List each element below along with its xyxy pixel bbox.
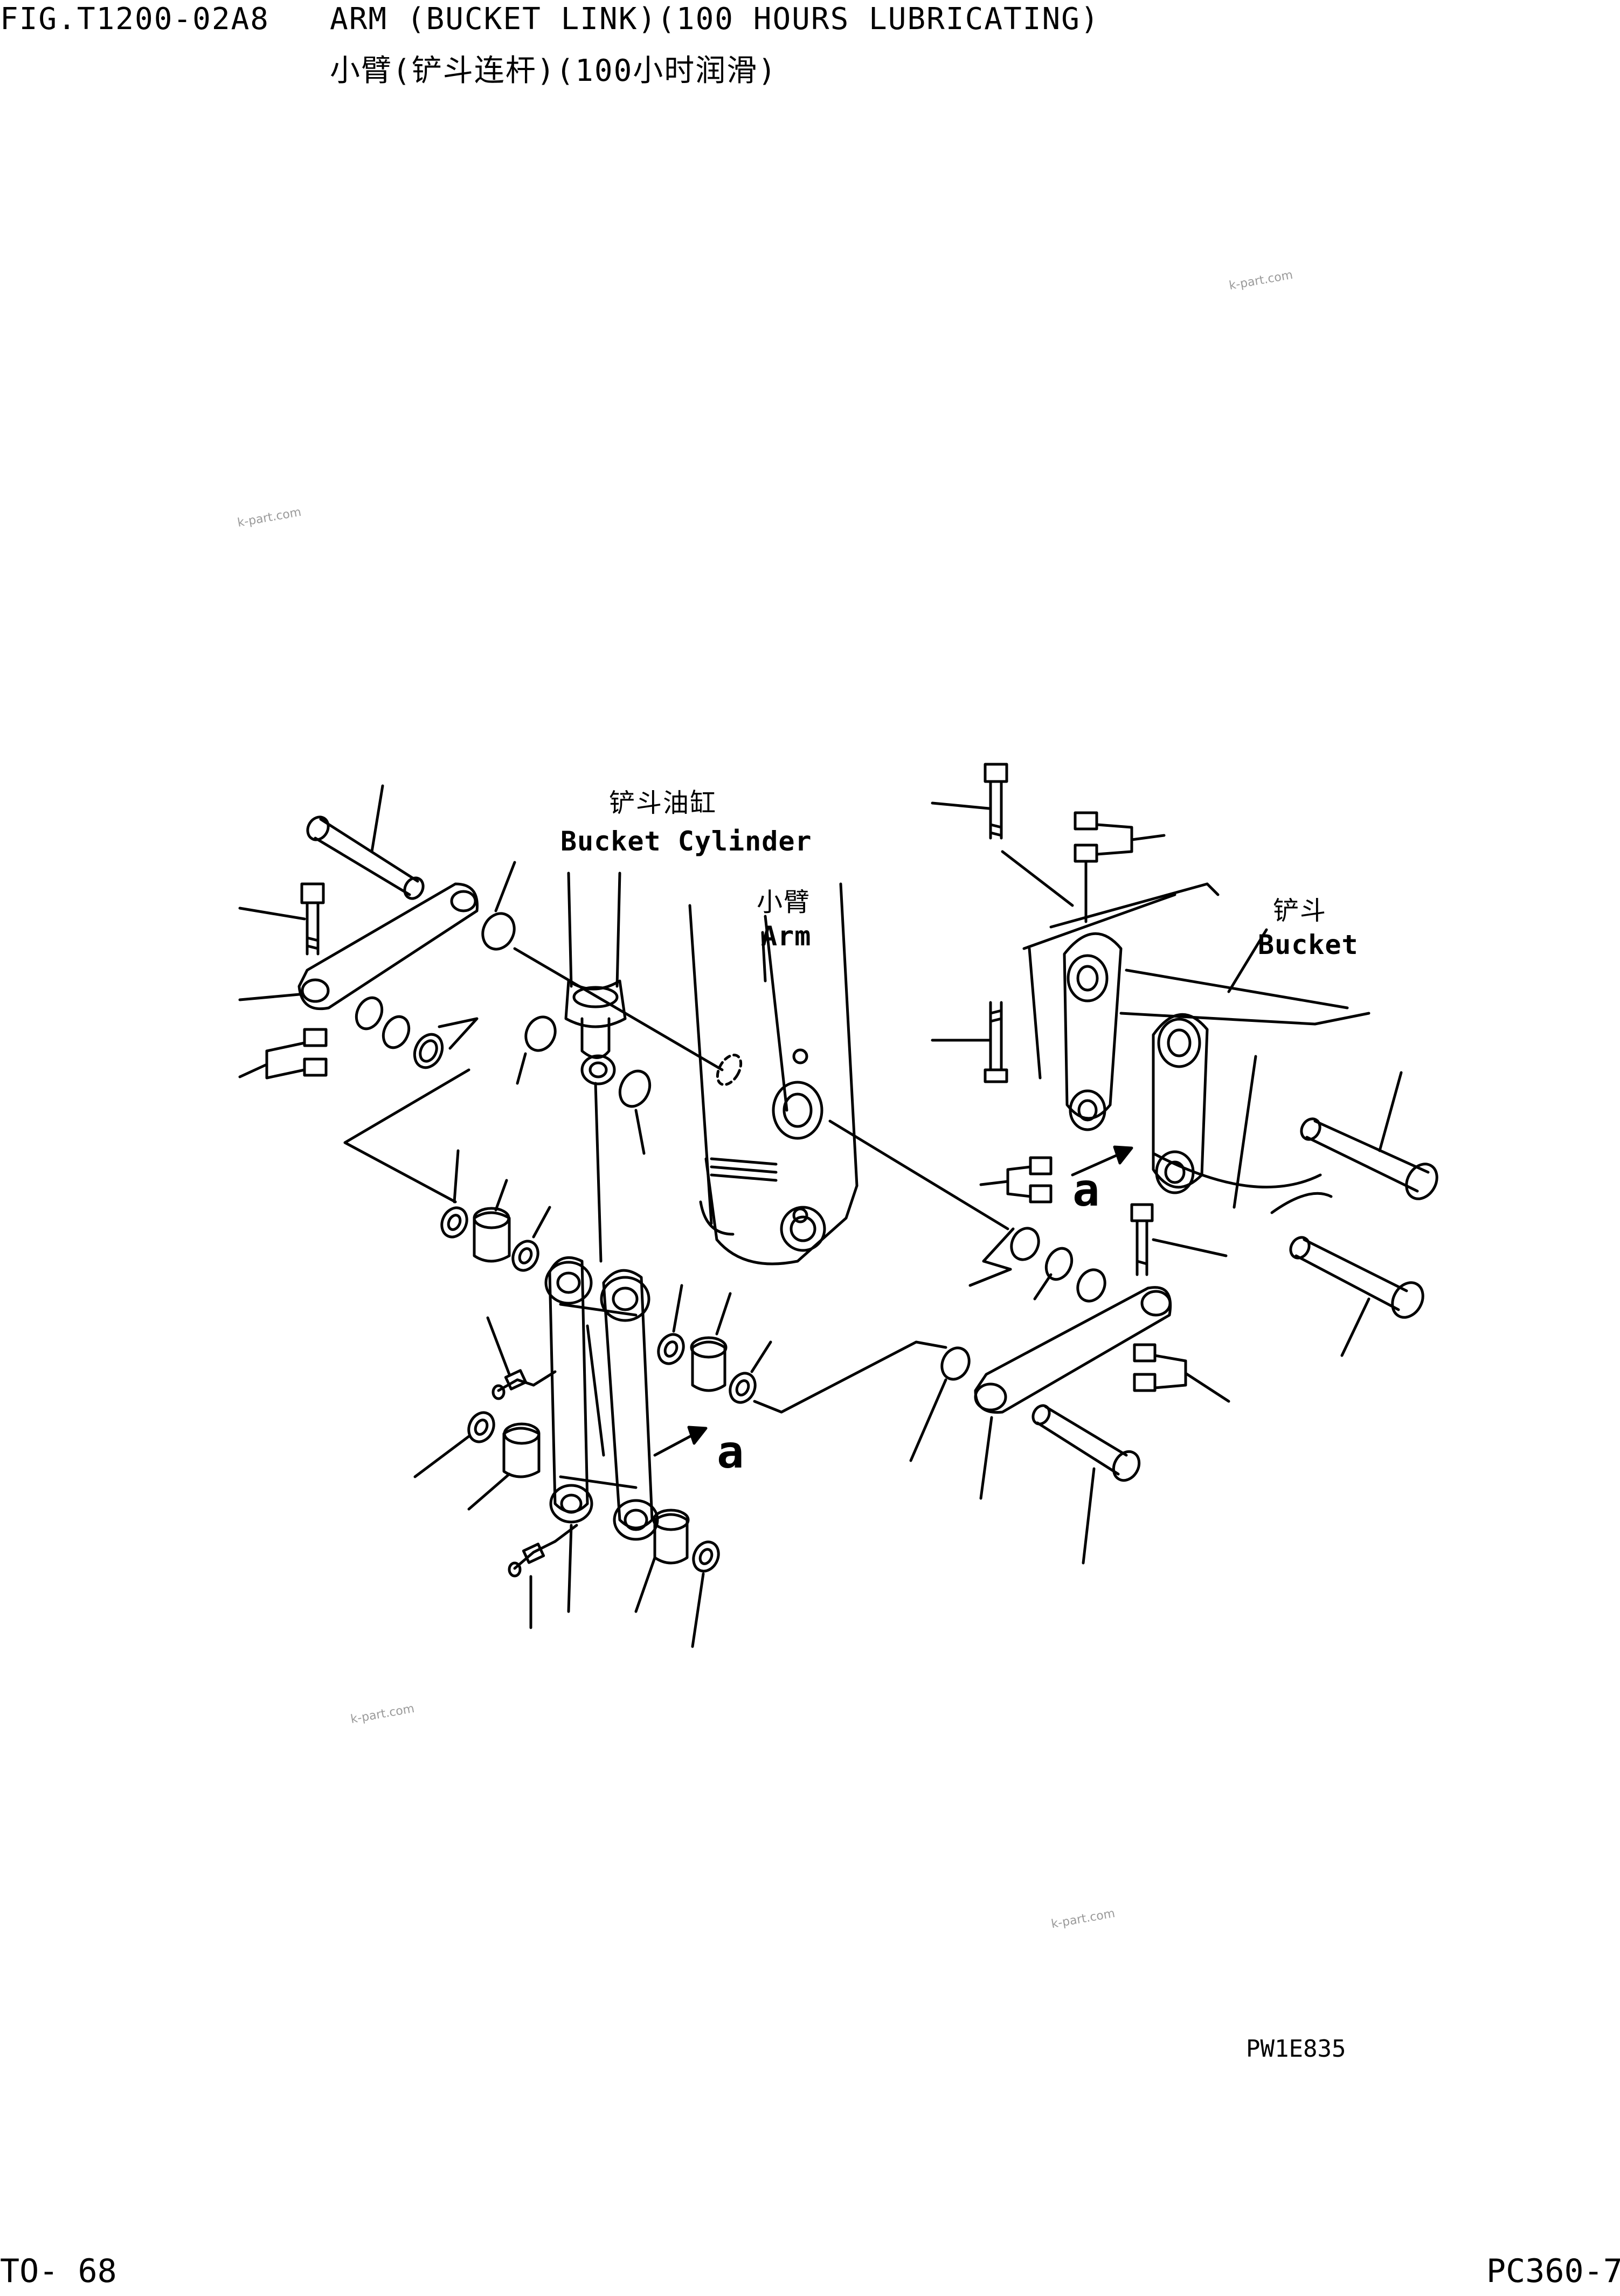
leader-line xyxy=(634,1109,646,1155)
bolt-upper-left xyxy=(300,882,325,956)
leader-line xyxy=(1184,1372,1230,1403)
bucket-bolt-top xyxy=(984,763,1008,840)
washer xyxy=(524,1015,557,1052)
hidden-hole xyxy=(716,1054,743,1086)
arm xyxy=(688,882,859,1265)
leader-line xyxy=(715,1292,732,1336)
bucket-label-zh: 铲斗 xyxy=(1273,896,1327,926)
leader-line xyxy=(532,1206,551,1239)
grease-fitting-lower xyxy=(508,1524,578,1578)
leader-line xyxy=(1130,834,1166,841)
leader-line xyxy=(1082,1467,1096,1565)
bucket-cylinder xyxy=(564,872,627,1085)
nuts-right-lower xyxy=(1133,1343,1187,1392)
leader-line xyxy=(494,1179,508,1212)
leader-line xyxy=(750,1340,772,1373)
connector-line xyxy=(1001,850,1074,907)
reference-mark-a: a xyxy=(1072,1164,1100,1216)
washers-right xyxy=(982,1227,1106,1303)
leader-line xyxy=(1033,1273,1053,1301)
leader-line xyxy=(691,1572,705,1648)
link-right-lower xyxy=(974,1286,1172,1414)
leader-line xyxy=(494,861,516,912)
h-link xyxy=(544,1256,659,1541)
bucket-nuts-top xyxy=(1074,811,1133,863)
figure-title-zh: 小臂(铲斗连杆)(100小时润滑) xyxy=(330,53,778,88)
bucket-bolt-mid xyxy=(984,1001,1008,1083)
arrow-shaft xyxy=(653,1432,697,1457)
reference-mark-a: a xyxy=(717,1426,744,1478)
nuts-left xyxy=(265,1028,328,1080)
pin-right-lower xyxy=(1289,1236,1424,1319)
pin-lower-right xyxy=(1031,1404,1141,1482)
arrow-head xyxy=(1113,1145,1133,1165)
bolt-right-lower xyxy=(1130,1203,1154,1276)
page-number: TO- 68 xyxy=(0,2252,117,2290)
washer xyxy=(481,912,516,951)
washer xyxy=(618,1069,652,1108)
arrow-shaft xyxy=(1071,1152,1123,1177)
leader-line xyxy=(1152,1238,1228,1257)
leader-line xyxy=(979,1180,1009,1186)
pin-right-upper xyxy=(1300,1117,1438,1200)
leader-line xyxy=(634,1556,656,1613)
leader-line xyxy=(467,1472,511,1511)
bucket-cylinder-label-zh: 铲斗油缸 xyxy=(609,788,717,818)
leader-line xyxy=(516,1052,527,1085)
leader-line xyxy=(979,1416,993,1500)
connector-line xyxy=(594,1082,603,1263)
connector-line xyxy=(343,1068,470,1204)
leader-line xyxy=(238,907,306,921)
connector-line xyxy=(513,947,724,1071)
leader-line xyxy=(238,1063,268,1078)
pin-upper-left xyxy=(306,815,425,900)
figure-title-en: ARM (BUCKET LINK)(100 HOURS LUBRICATING) xyxy=(330,2,1100,37)
leader-line xyxy=(761,931,767,983)
leader-line xyxy=(968,1268,1012,1287)
figure-code: FIG.T1200-02A8 xyxy=(0,2,270,37)
washers-left xyxy=(355,996,479,1069)
leader-line xyxy=(413,1435,470,1478)
collars-lower-left xyxy=(467,1411,541,1478)
model-number: PC360-7 xyxy=(1486,2252,1620,2290)
arrow-head xyxy=(687,1426,708,1445)
link-upper-left xyxy=(297,882,479,1011)
leader-line xyxy=(1340,1297,1370,1357)
arm-label-zh: 小臂 xyxy=(757,887,811,917)
connector-line xyxy=(828,1119,1009,1230)
leader-line xyxy=(370,784,384,853)
bucket-label-en: Bucket xyxy=(1258,929,1359,960)
washer xyxy=(940,1346,971,1381)
leader-line xyxy=(238,993,301,1001)
leader-line xyxy=(931,801,991,810)
leader-line xyxy=(909,1378,947,1462)
bucket-body xyxy=(1022,882,1370,1214)
leader-line xyxy=(1378,1071,1403,1152)
leader-line xyxy=(486,1316,511,1376)
leader-line xyxy=(567,1524,573,1613)
collars-lower-right xyxy=(652,1509,720,1573)
connector-line xyxy=(753,1340,947,1414)
leader-line xyxy=(453,1149,460,1204)
grease-fitting-upper xyxy=(491,1369,557,1400)
leader-line xyxy=(672,1284,683,1333)
collars-right xyxy=(657,1333,757,1404)
collars-left xyxy=(440,1206,539,1272)
bucket-nuts-mid xyxy=(1006,1156,1053,1204)
drawing-code: PW1E835 xyxy=(1246,2035,1346,2063)
bucket-cylinder-label-en: Bucket Cylinder xyxy=(560,826,812,857)
